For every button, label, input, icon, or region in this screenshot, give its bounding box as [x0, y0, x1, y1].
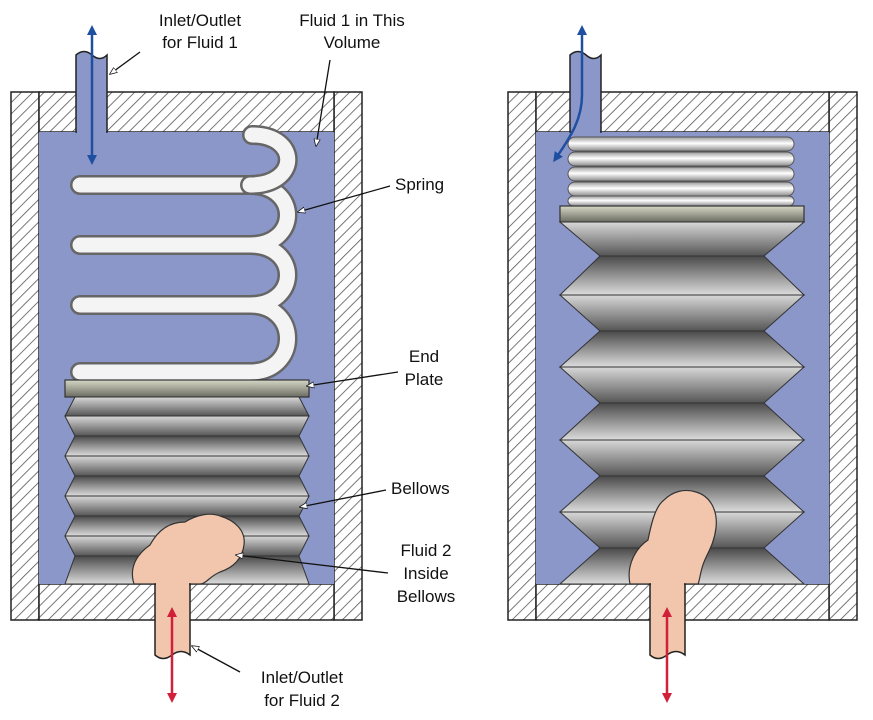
leader-inlet-fluid1 [110, 51, 141, 74]
leader-fluid1-volume [316, 59, 331, 146]
left-fluid2-blob [131, 513, 245, 585]
leader-lines [110, 51, 399, 673]
leader-inlet-fluid2 [192, 646, 241, 673]
right-spring [567, 136, 795, 207]
label-bellows: Bellows [391, 479, 450, 498]
left-spring [70, 125, 298, 382]
label-end-plate-line1: End [409, 347, 439, 366]
left-accumulator [10, 25, 363, 703]
labels: Inlet/Outlet for Fluid 1 Fluid 1 in This… [159, 11, 455, 710]
right-accumulator [507, 25, 858, 703]
label-inlet-fluid1-line1: Inlet/Outlet [159, 11, 241, 30]
left-bellows [64, 396, 310, 585]
label-fluid2-line1: Fluid 2 [400, 541, 451, 560]
label-inlet-fluid1-line2: for Fluid 1 [162, 33, 238, 52]
right-housing-wall-left [507, 91, 537, 621]
leader-end-plate [307, 371, 399, 386]
left-end-plate [64, 379, 310, 398]
label-fluid1-volume-line1: Fluid 1 in This [299, 11, 405, 30]
right-fluid2-blob [628, 489, 717, 585]
right-housing-wall-right [828, 91, 858, 621]
label-end-plate-line2: Plate [405, 370, 444, 389]
right-end-plate [559, 205, 805, 223]
right-fluid1-arrow [553, 25, 587, 163]
label-inlet-fluid2-line1: Inlet/Outlet [261, 668, 343, 687]
left-housing-wall-right [333, 91, 363, 621]
leader-fluid2 [236, 555, 389, 574]
label-fluid2-line3: Bellows [397, 587, 456, 606]
label-spring: Spring [395, 175, 444, 194]
leader-spring [298, 185, 391, 212]
label-fluid2-line2: Inside [403, 564, 448, 583]
label-fluid1-volume-line2: Volume [324, 33, 381, 52]
left-housing-wall-left [10, 91, 40, 621]
leader-bellows [300, 489, 387, 507]
label-inlet-fluid2-line2: for Fluid 2 [264, 691, 340, 710]
